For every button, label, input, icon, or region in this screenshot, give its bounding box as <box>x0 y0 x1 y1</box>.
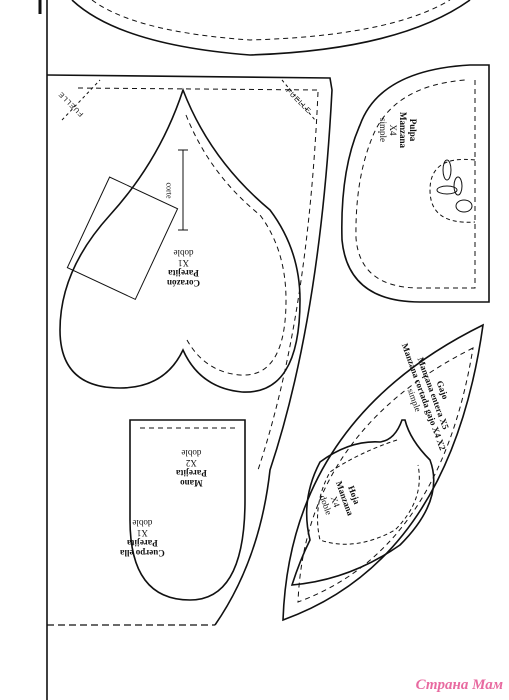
pulpa-outline <box>341 64 490 303</box>
corte-label: corte <box>164 182 174 199</box>
mano-label: Mano Parejita X2 doble <box>176 448 207 488</box>
hoja-outline <box>290 419 435 586</box>
hoja-seam <box>317 439 420 545</box>
body-outline <box>46 74 333 626</box>
pulpa-label: Pulpa Manzana X4 simple <box>378 112 418 148</box>
body-right-seam <box>257 91 319 471</box>
body-top-seam <box>77 87 319 91</box>
pulpa-seam <box>355 79 476 289</box>
heart-cut-rect <box>66 176 179 301</box>
watermark: Страна Мам <box>415 677 503 693</box>
gajo-outline <box>282 323 485 622</box>
gajo-seam <box>297 347 474 603</box>
heart-outline <box>59 87 301 393</box>
heart-seam <box>185 114 287 376</box>
pulpa-inner <box>429 158 476 223</box>
top-piece-seam <box>91 0 451 41</box>
cuerpo-label: Cuerpo ella Parejita X1 doble <box>120 518 165 558</box>
corazon-label: Corazón Parejita X1 doble <box>167 248 200 288</box>
top-piece-outline <box>71 0 471 56</box>
mano-outline <box>129 419 246 601</box>
